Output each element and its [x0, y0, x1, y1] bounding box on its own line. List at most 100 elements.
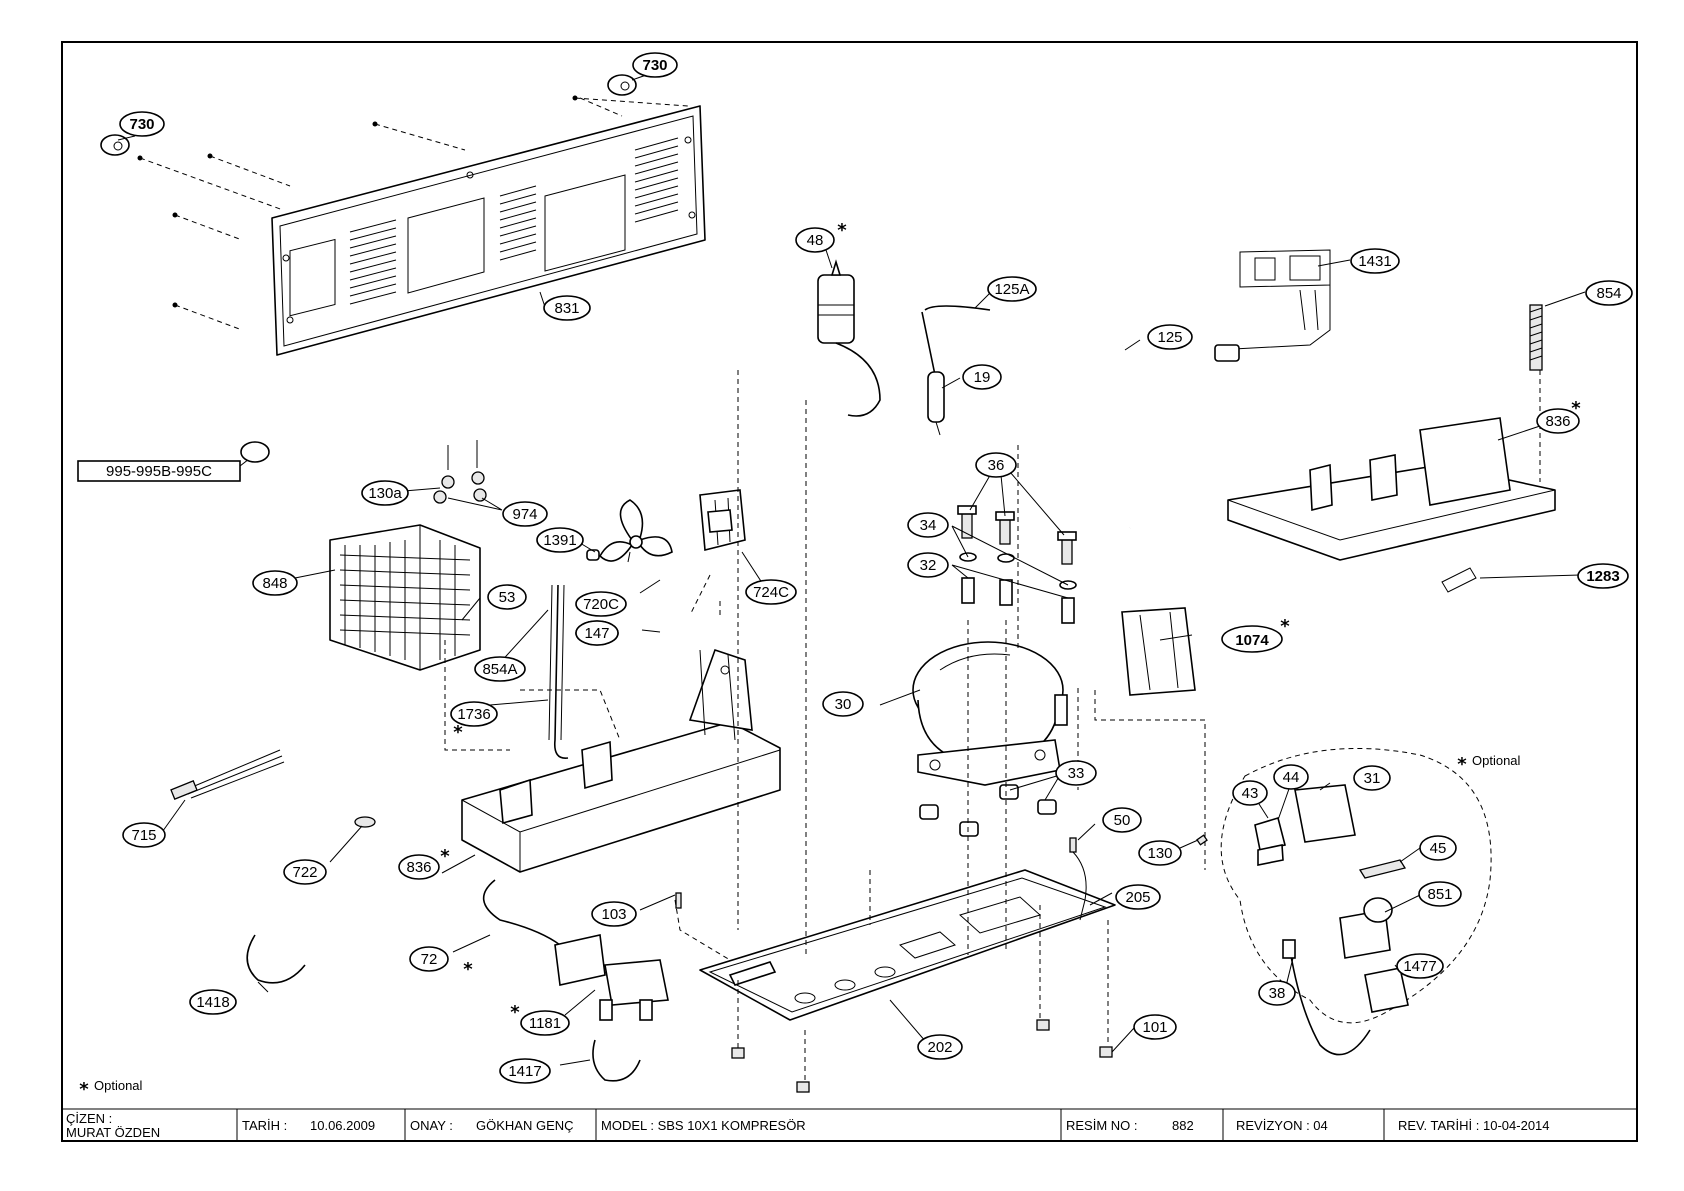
callout-1431: 1431 — [1350, 248, 1400, 274]
callout-1736: 1736 — [450, 701, 498, 727]
callout-722: 722 — [283, 859, 327, 885]
callout-974: 974 — [502, 501, 548, 527]
callout-125: 125 — [1147, 324, 1193, 350]
optional-legend-right: * Optional — [1457, 753, 1520, 775]
optional-legend-footer: * Optional — [79, 1078, 142, 1100]
label-202: 202 — [927, 1039, 952, 1056]
part-rear-panel — [271, 105, 706, 356]
callout-53: 53 — [487, 584, 527, 610]
date-label: TARİH : — [242, 1118, 287, 1133]
drawn-by-label: ÇİZEN : — [66, 1111, 112, 1126]
part-cover-31 — [1294, 784, 1356, 843]
label-125A: 125A — [994, 281, 1029, 298]
part-relay — [1121, 607, 1196, 696]
callout-202: 202 — [917, 1034, 963, 1060]
part-solenoid-851 — [1339, 897, 1393, 959]
label-34: 34 — [920, 517, 937, 534]
part-foot-screws — [731, 1019, 1113, 1093]
label-720C: 720C — [583, 596, 619, 613]
part-hose-1417 — [592, 1039, 641, 1082]
part-grommet-722 — [354, 816, 376, 828]
callout-730-left: 730 — [119, 111, 165, 137]
callout-50: 50 — [1102, 807, 1142, 833]
optional-star-836-right: * — [1571, 398, 1581, 419]
part-pin — [1441, 567, 1477, 593]
callout-32: 32 — [907, 552, 949, 578]
callout-1418: 1418 — [189, 989, 237, 1015]
label-724C: 724C — [753, 584, 789, 601]
part-drain-hose-outline — [548, 584, 565, 741]
approved-by: GÖKHAN GENÇ — [476, 1118, 574, 1133]
part-grommets — [919, 784, 1057, 837]
optional-text-footer: Optional — [94, 1078, 143, 1093]
part-control-board — [1214, 249, 1331, 362]
callout-831: 831 — [543, 295, 591, 321]
revision: REVİZYON : 04 — [1236, 1118, 1328, 1133]
optional-star-1736: * — [453, 722, 463, 743]
label-836-right: 836 — [1545, 413, 1570, 430]
label-30: 30 — [835, 696, 852, 713]
part-fan-bush — [586, 549, 600, 561]
part-bracket-1477 — [1364, 967, 1409, 1013]
callout-147-second: 147 — [575, 620, 619, 646]
part-screw-130 — [1196, 834, 1208, 846]
part-hose-1418 — [246, 934, 306, 984]
part-sensor-pipe — [921, 305, 991, 436]
label-848: 848 — [262, 575, 287, 592]
callout-36: 36 — [975, 452, 1017, 478]
optional-star-48: * — [837, 220, 847, 241]
callout-1391: 1391 — [536, 527, 584, 553]
label-48: 48 — [807, 232, 824, 249]
model: MODEL : SBS 10X1 KOMPRESÖR — [601, 1118, 806, 1133]
svg-text:*: * — [79, 1079, 89, 1100]
drawing-no: 882 — [1172, 1118, 1194, 1133]
callout-730-top: 730 — [632, 52, 678, 78]
drawing-no-label: RESİM NO : — [1066, 1118, 1138, 1133]
label-730-top: 730 — [642, 57, 667, 74]
part-compressor — [912, 641, 1068, 786]
callout-715: 715 — [122, 822, 166, 848]
label-205: 205 — [1125, 889, 1150, 906]
callout-854: 854 — [1585, 280, 1633, 306]
label-836: 836 — [406, 859, 431, 876]
panel-screws — [100, 74, 689, 331]
callout-1477: 1477 — [1396, 953, 1444, 979]
label-19: 19 — [974, 369, 991, 386]
callout-31: 31 — [1353, 765, 1391, 791]
date-value: 10.06.2009 — [310, 1118, 375, 1133]
revision-date: REV. TARİHİ : 10-04-2014 — [1398, 1118, 1550, 1133]
callout-30: 30 — [822, 691, 864, 717]
optional-star-1181: * — [510, 1002, 520, 1023]
label-130a: 130a — [368, 485, 402, 502]
label-103: 103 — [601, 906, 626, 923]
part-spring — [1529, 304, 1543, 371]
callout-33: 33 — [1055, 760, 1097, 786]
label-1181: 1181 — [529, 1015, 561, 1032]
label-851: 851 — [1427, 886, 1452, 903]
part-water-pipe-inner — [1109, 344, 1131, 532]
approved-label: ONAY : — [410, 1118, 453, 1133]
label-974: 974 — [512, 506, 537, 523]
optional-star-72: * — [463, 959, 473, 980]
part-switch-44 — [1254, 816, 1286, 866]
part-bolts — [957, 505, 1077, 624]
optional-star-1074: * — [1280, 616, 1290, 637]
label-101: 101 — [1142, 1019, 1167, 1036]
part-base-plate — [699, 869, 1116, 1021]
part-cap-995 — [240, 441, 270, 463]
label-33: 33 — [1068, 765, 1085, 782]
callout-720C: 720C — [575, 591, 627, 617]
part-right-housing — [1227, 417, 1556, 561]
part-heater-wire — [170, 749, 285, 800]
drawn-by: MURAT ÖZDEN — [66, 1125, 160, 1140]
callout-34: 34 — [907, 512, 949, 538]
label-45: 45 — [1430, 840, 1447, 857]
label-43: 43 — [1242, 785, 1259, 802]
label-831: 831 — [554, 300, 579, 317]
label-147-b: 147 — [584, 625, 609, 642]
label-36: 36 — [988, 457, 1005, 474]
part-fan-blade — [598, 499, 673, 562]
label-72: 72 — [421, 951, 438, 968]
label-1736: 1736 — [457, 706, 490, 723]
label-1417: 1417 — [508, 1063, 541, 1080]
